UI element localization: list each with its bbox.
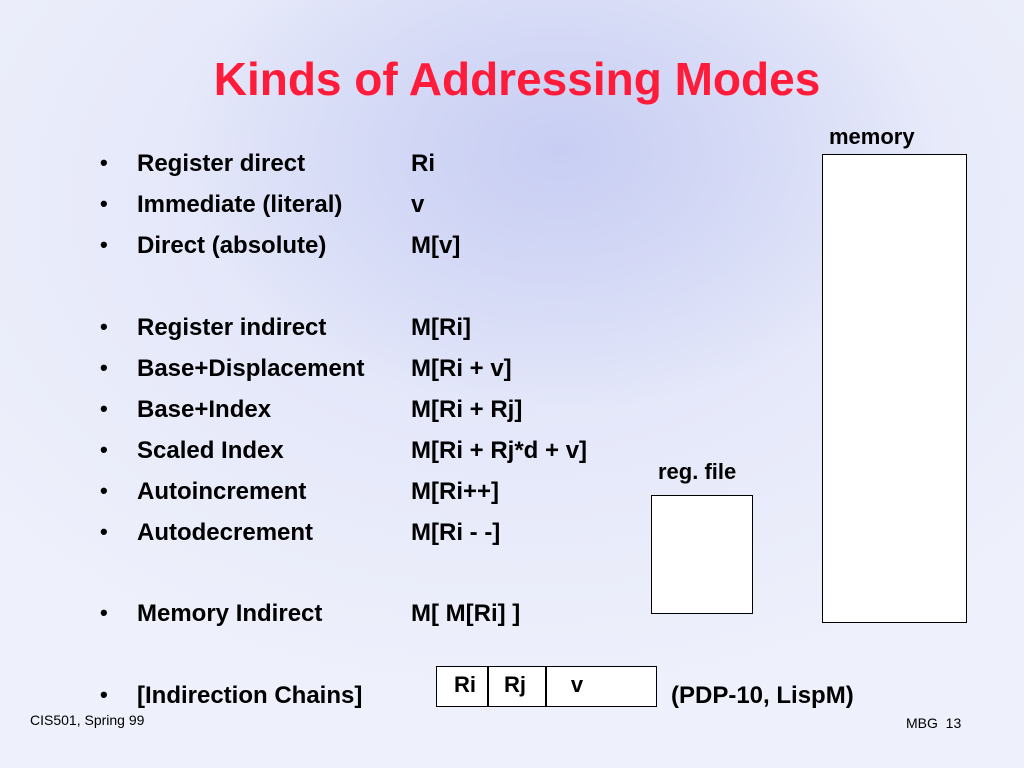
bullet-icon: •	[100, 478, 108, 503]
bullet-icon: •	[100, 314, 108, 339]
bullet-icon: •	[100, 682, 108, 707]
footer-page: MBG 13	[906, 715, 962, 731]
mode-notation: M[Ri]	[411, 314, 471, 341]
mode-name: Scaled Index	[137, 437, 284, 464]
mode-name: Base+Index	[137, 396, 272, 423]
mode-notation: Ri	[411, 150, 435, 177]
instruction-field-v: v	[570, 672, 584, 697]
bullet-icon: •	[100, 150, 108, 175]
field-divider	[487, 667, 489, 706]
mode-notation: M[Ri + v]	[411, 355, 512, 382]
mode-notation: M[Ri++]	[411, 478, 500, 505]
mode-notation: M[ M[Ri] ]	[411, 600, 521, 627]
bullet-icon: •	[100, 519, 108, 544]
bullet-icon: •	[100, 600, 108, 625]
field-divider	[545, 667, 547, 706]
instruction-field-rj: Rj	[504, 672, 526, 697]
bullet-icon: •	[100, 437, 108, 462]
mode-notation: v	[411, 191, 425, 218]
mode-name: Direct (absolute)	[137, 232, 327, 259]
bullet-icon: •	[100, 232, 108, 257]
memory-box	[822, 154, 967, 623]
mode-name: Autodecrement	[137, 519, 314, 546]
bullet-icon: •	[100, 355, 108, 380]
chain-note: (PDP-10, LispM)	[671, 682, 854, 709]
mode-name: Base+Displacement	[137, 355, 365, 382]
reg-file-label: reg. file	[658, 459, 737, 484]
mode-notation: M[Ri + Rj*d + v]	[411, 437, 588, 464]
mode-name: Autoincrement	[137, 478, 307, 505]
mode-notation: M[Ri - -]	[411, 519, 501, 546]
instruction-field-ri: Ri	[454, 672, 476, 697]
mode-name: [Indirection Chains]	[137, 682, 363, 709]
reg-file-box	[651, 495, 753, 614]
mode-notation: M[v]	[411, 232, 461, 259]
instruction-format-box: Ri Rj v	[436, 666, 657, 707]
mode-name: Register indirect	[137, 314, 327, 341]
mode-name: Memory Indirect	[137, 600, 323, 627]
footer-course: CIS501, Spring 99	[30, 712, 145, 728]
bullet-icon: •	[100, 396, 108, 421]
slide-title: Kinds of Addressing Modes	[213, 53, 821, 105]
mode-name: Register direct	[137, 150, 306, 177]
memory-label: memory	[829, 124, 915, 149]
bullet-icon: •	[100, 191, 108, 216]
mode-notation: M[Ri + Rj]	[411, 396, 523, 423]
mode-name: Immediate (literal)	[137, 191, 343, 218]
